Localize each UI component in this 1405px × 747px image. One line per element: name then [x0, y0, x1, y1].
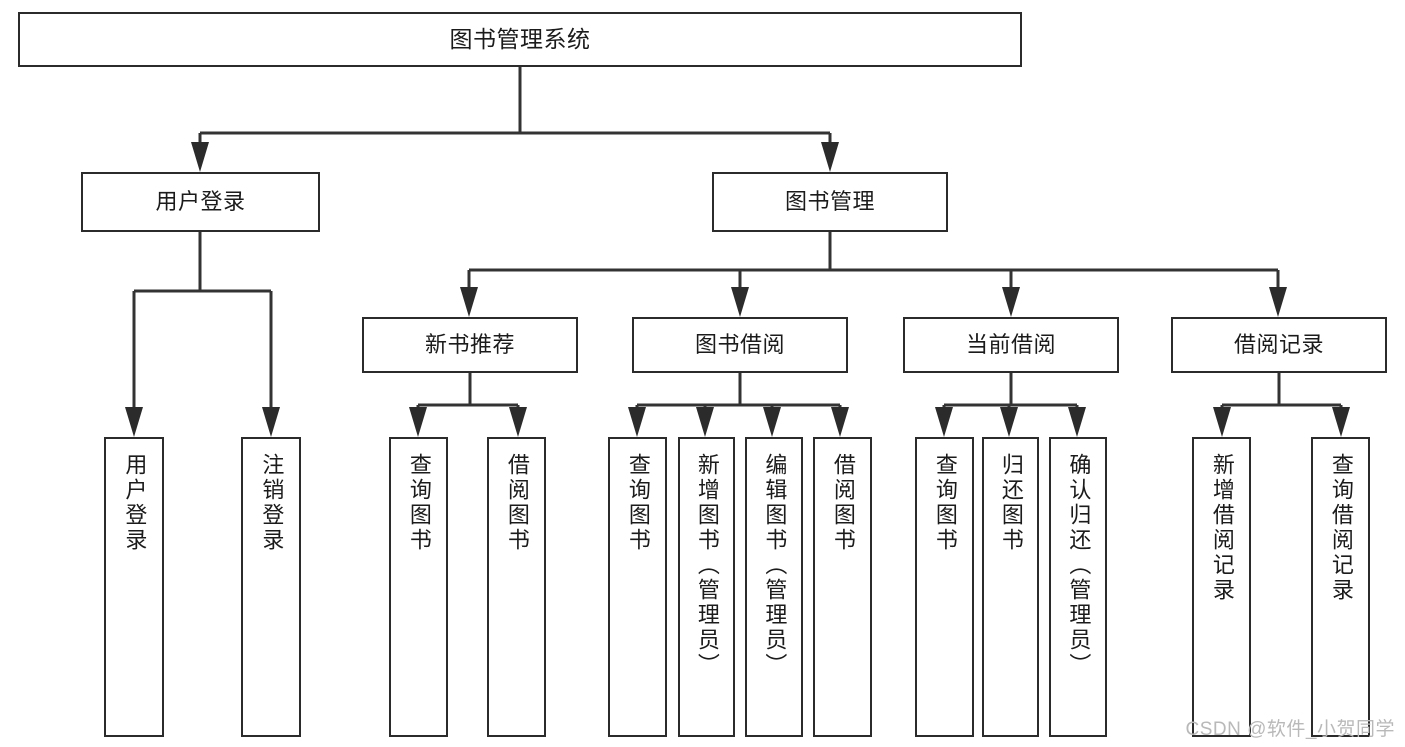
leaf-node-1[interactable]: 注销登录	[241, 437, 301, 737]
arrowhead-icon	[1213, 407, 1231, 437]
leaf-node-7[interactable]: 借阅图书	[813, 437, 872, 737]
leaf-node-4-label: 查询图书	[625, 453, 651, 553]
leaf-node-12-label: 查询借阅记录	[1328, 453, 1354, 603]
leaf-node-4[interactable]: 查询图书	[608, 437, 667, 737]
arrowhead-icon	[1000, 407, 1018, 437]
leaf-node-1-label: 注销登录	[259, 453, 285, 553]
arrowhead-icon	[262, 407, 280, 437]
leaf-node-5-label: 新增图书（管理员）	[694, 453, 720, 678]
level2-node-0-label: 新书推荐	[424, 332, 515, 358]
arrowhead-icon	[1068, 407, 1086, 437]
arrowhead-icon	[125, 407, 143, 437]
leaf-node-0-label: 用户登录	[122, 453, 148, 553]
leaf-node-8-label: 查询图书	[932, 453, 958, 553]
arrowhead-icon	[509, 407, 527, 437]
level2-node-0[interactable]: 新书推荐	[362, 317, 578, 373]
leaf-node-0[interactable]: 用户登录	[104, 437, 164, 737]
level1-node-0[interactable]: 用户登录	[81, 172, 320, 232]
leaf-node-11-label: 新增借阅记录	[1209, 453, 1235, 603]
level2-node-3-label: 借阅记录	[1233, 332, 1324, 358]
leaf-node-9-label: 归还图书	[998, 453, 1024, 553]
arrowhead-icon	[696, 407, 714, 437]
root-node-book-management-system-label: 图书管理系统	[449, 25, 591, 52]
arrowhead-icon	[831, 407, 849, 437]
arrowhead-icon	[763, 407, 781, 437]
arrowhead-icon	[409, 407, 427, 437]
arrowhead-icon	[1332, 407, 1350, 437]
arrowhead-icon	[1002, 287, 1020, 317]
arrowhead-icon	[460, 287, 478, 317]
arrowhead-icon	[191, 142, 209, 172]
leaf-node-8[interactable]: 查询图书	[915, 437, 974, 737]
level1-node-1-label: 图书管理	[784, 189, 875, 215]
level2-node-2-label: 当前借阅	[965, 332, 1056, 358]
leaf-node-10-label: 确认归还（管理员）	[1066, 453, 1092, 678]
arrowhead-icon	[1269, 287, 1287, 317]
root-node-book-management-system[interactable]: 图书管理系统	[18, 12, 1022, 67]
leaf-node-3[interactable]: 借阅图书	[487, 437, 546, 737]
arrowhead-icon	[821, 142, 839, 172]
leaf-node-2[interactable]: 查询图书	[389, 437, 448, 737]
level2-node-3[interactable]: 借阅记录	[1171, 317, 1387, 373]
leaf-node-3-label: 借阅图书	[504, 453, 530, 553]
leaf-node-6[interactable]: 编辑图书（管理员）	[745, 437, 803, 737]
leaf-node-10[interactable]: 确认归还（管理员）	[1049, 437, 1107, 737]
leaf-node-12[interactable]: 查询借阅记录	[1311, 437, 1370, 737]
leaf-node-2-label: 查询图书	[406, 453, 432, 553]
level2-node-1[interactable]: 图书借阅	[632, 317, 848, 373]
level2-node-2[interactable]: 当前借阅	[903, 317, 1119, 373]
leaf-node-5[interactable]: 新增图书（管理员）	[678, 437, 735, 737]
leaf-node-6-label: 编辑图书（管理员）	[762, 453, 788, 678]
level1-node-1[interactable]: 图书管理	[712, 172, 948, 232]
level1-node-0-label: 用户登录	[155, 189, 246, 215]
arrowhead-icon	[628, 407, 646, 437]
leaf-node-11[interactable]: 新增借阅记录	[1192, 437, 1251, 737]
level2-node-1-label: 图书借阅	[694, 332, 785, 358]
leaf-node-9[interactable]: 归还图书	[982, 437, 1039, 737]
leaf-node-7-label: 借阅图书	[830, 453, 856, 553]
arrowhead-icon	[731, 287, 749, 317]
arrowhead-icon	[935, 407, 953, 437]
